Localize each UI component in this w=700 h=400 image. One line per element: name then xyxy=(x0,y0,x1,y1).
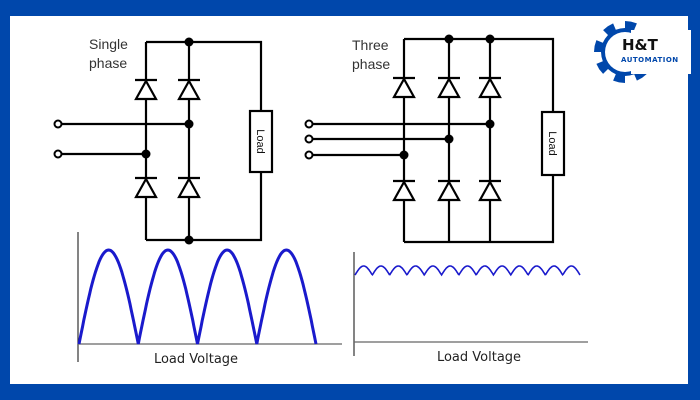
waveform-caption: Load Voltage xyxy=(437,350,521,365)
single-phase-title-line1: Single xyxy=(89,36,128,52)
diode-icon xyxy=(176,176,202,199)
diode-icon xyxy=(176,78,202,101)
rectified-waveform xyxy=(77,248,318,345)
junction-dot xyxy=(184,37,194,47)
diagram-panel xyxy=(10,16,688,384)
three-phase-title-line2: phase xyxy=(352,56,390,72)
diode-icon xyxy=(477,179,503,202)
junction-dot xyxy=(184,119,194,129)
top-rail xyxy=(146,40,263,111)
bottom-rail xyxy=(404,175,555,244)
load-resistor xyxy=(248,109,274,174)
brand-logo: H&T AUTOMATION xyxy=(594,21,691,83)
junction-dot xyxy=(141,149,151,159)
diode-icon xyxy=(436,179,462,202)
diode-icon xyxy=(391,179,417,202)
logo-title: H&T xyxy=(622,36,659,54)
three-phase-waveform-plot: Load Voltage xyxy=(353,252,588,365)
junction-dot xyxy=(444,134,454,144)
single-phase-title-line2: phase xyxy=(89,55,127,71)
bottom-rail xyxy=(146,172,263,242)
load-label: Load xyxy=(254,129,266,153)
ripple-waveform xyxy=(354,265,581,277)
single-phase-waveform-plot: Load Voltage xyxy=(77,232,342,367)
load-label: Load xyxy=(546,131,558,155)
three-phase-circuit xyxy=(311,37,555,244)
input-terminal-1 xyxy=(304,119,314,129)
junction-dot xyxy=(485,34,495,44)
logo-subtitle: AUTOMATION xyxy=(621,56,679,64)
three-phase-title-line1: Three xyxy=(352,37,389,53)
diode-icon xyxy=(133,176,159,199)
top-rail xyxy=(404,37,555,112)
load-resistor xyxy=(540,110,566,177)
junction-dot xyxy=(444,34,454,44)
single-phase-circuit xyxy=(60,40,263,242)
junction-dot xyxy=(485,119,495,129)
input-terminal-1 xyxy=(53,119,63,129)
input-terminal-2 xyxy=(53,149,63,159)
input-terminal-3 xyxy=(304,150,314,160)
diode-icon xyxy=(477,76,503,99)
gear-icon xyxy=(594,21,691,83)
junction-dot xyxy=(184,235,194,245)
diode-icon xyxy=(436,76,462,99)
input-terminal-2 xyxy=(304,134,314,144)
waveform-caption: Load Voltage xyxy=(154,352,238,367)
junction-dot xyxy=(399,150,409,160)
diode-icon xyxy=(133,78,159,101)
diode-icon xyxy=(391,76,417,99)
